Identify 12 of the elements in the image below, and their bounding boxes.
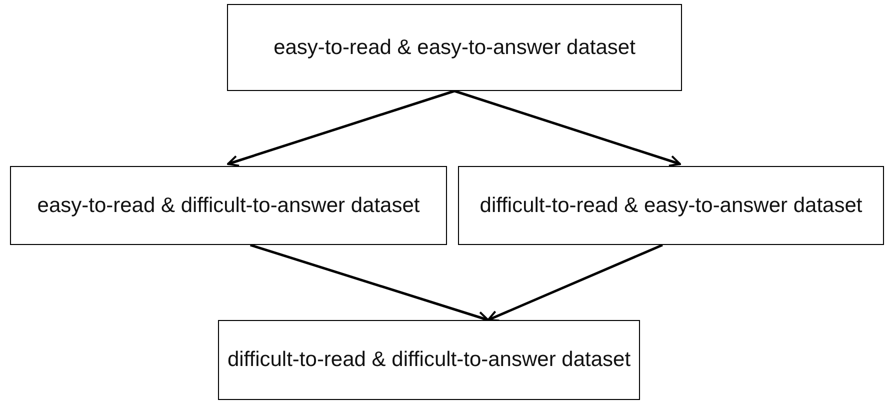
box-label: easy-to-read & easy-to-answer dataset bbox=[274, 34, 636, 60]
arrow bbox=[454, 90, 681, 167]
arrow bbox=[227, 90, 455, 167]
process-box bbox=[227, 4, 682, 91]
process-box bbox=[218, 320, 640, 400]
box-label: easy-to-read & difficult-to-answer dataset bbox=[37, 192, 420, 218]
process-box bbox=[10, 166, 447, 245]
arrow bbox=[487, 244, 663, 322]
process-box bbox=[458, 166, 884, 245]
box-label: difficult-to-read & difficult-to-answer dataset bbox=[227, 347, 631, 373]
box-label: difficult-to-read & easy-to-answer dataset bbox=[480, 192, 862, 218]
arrow bbox=[250, 244, 490, 323]
